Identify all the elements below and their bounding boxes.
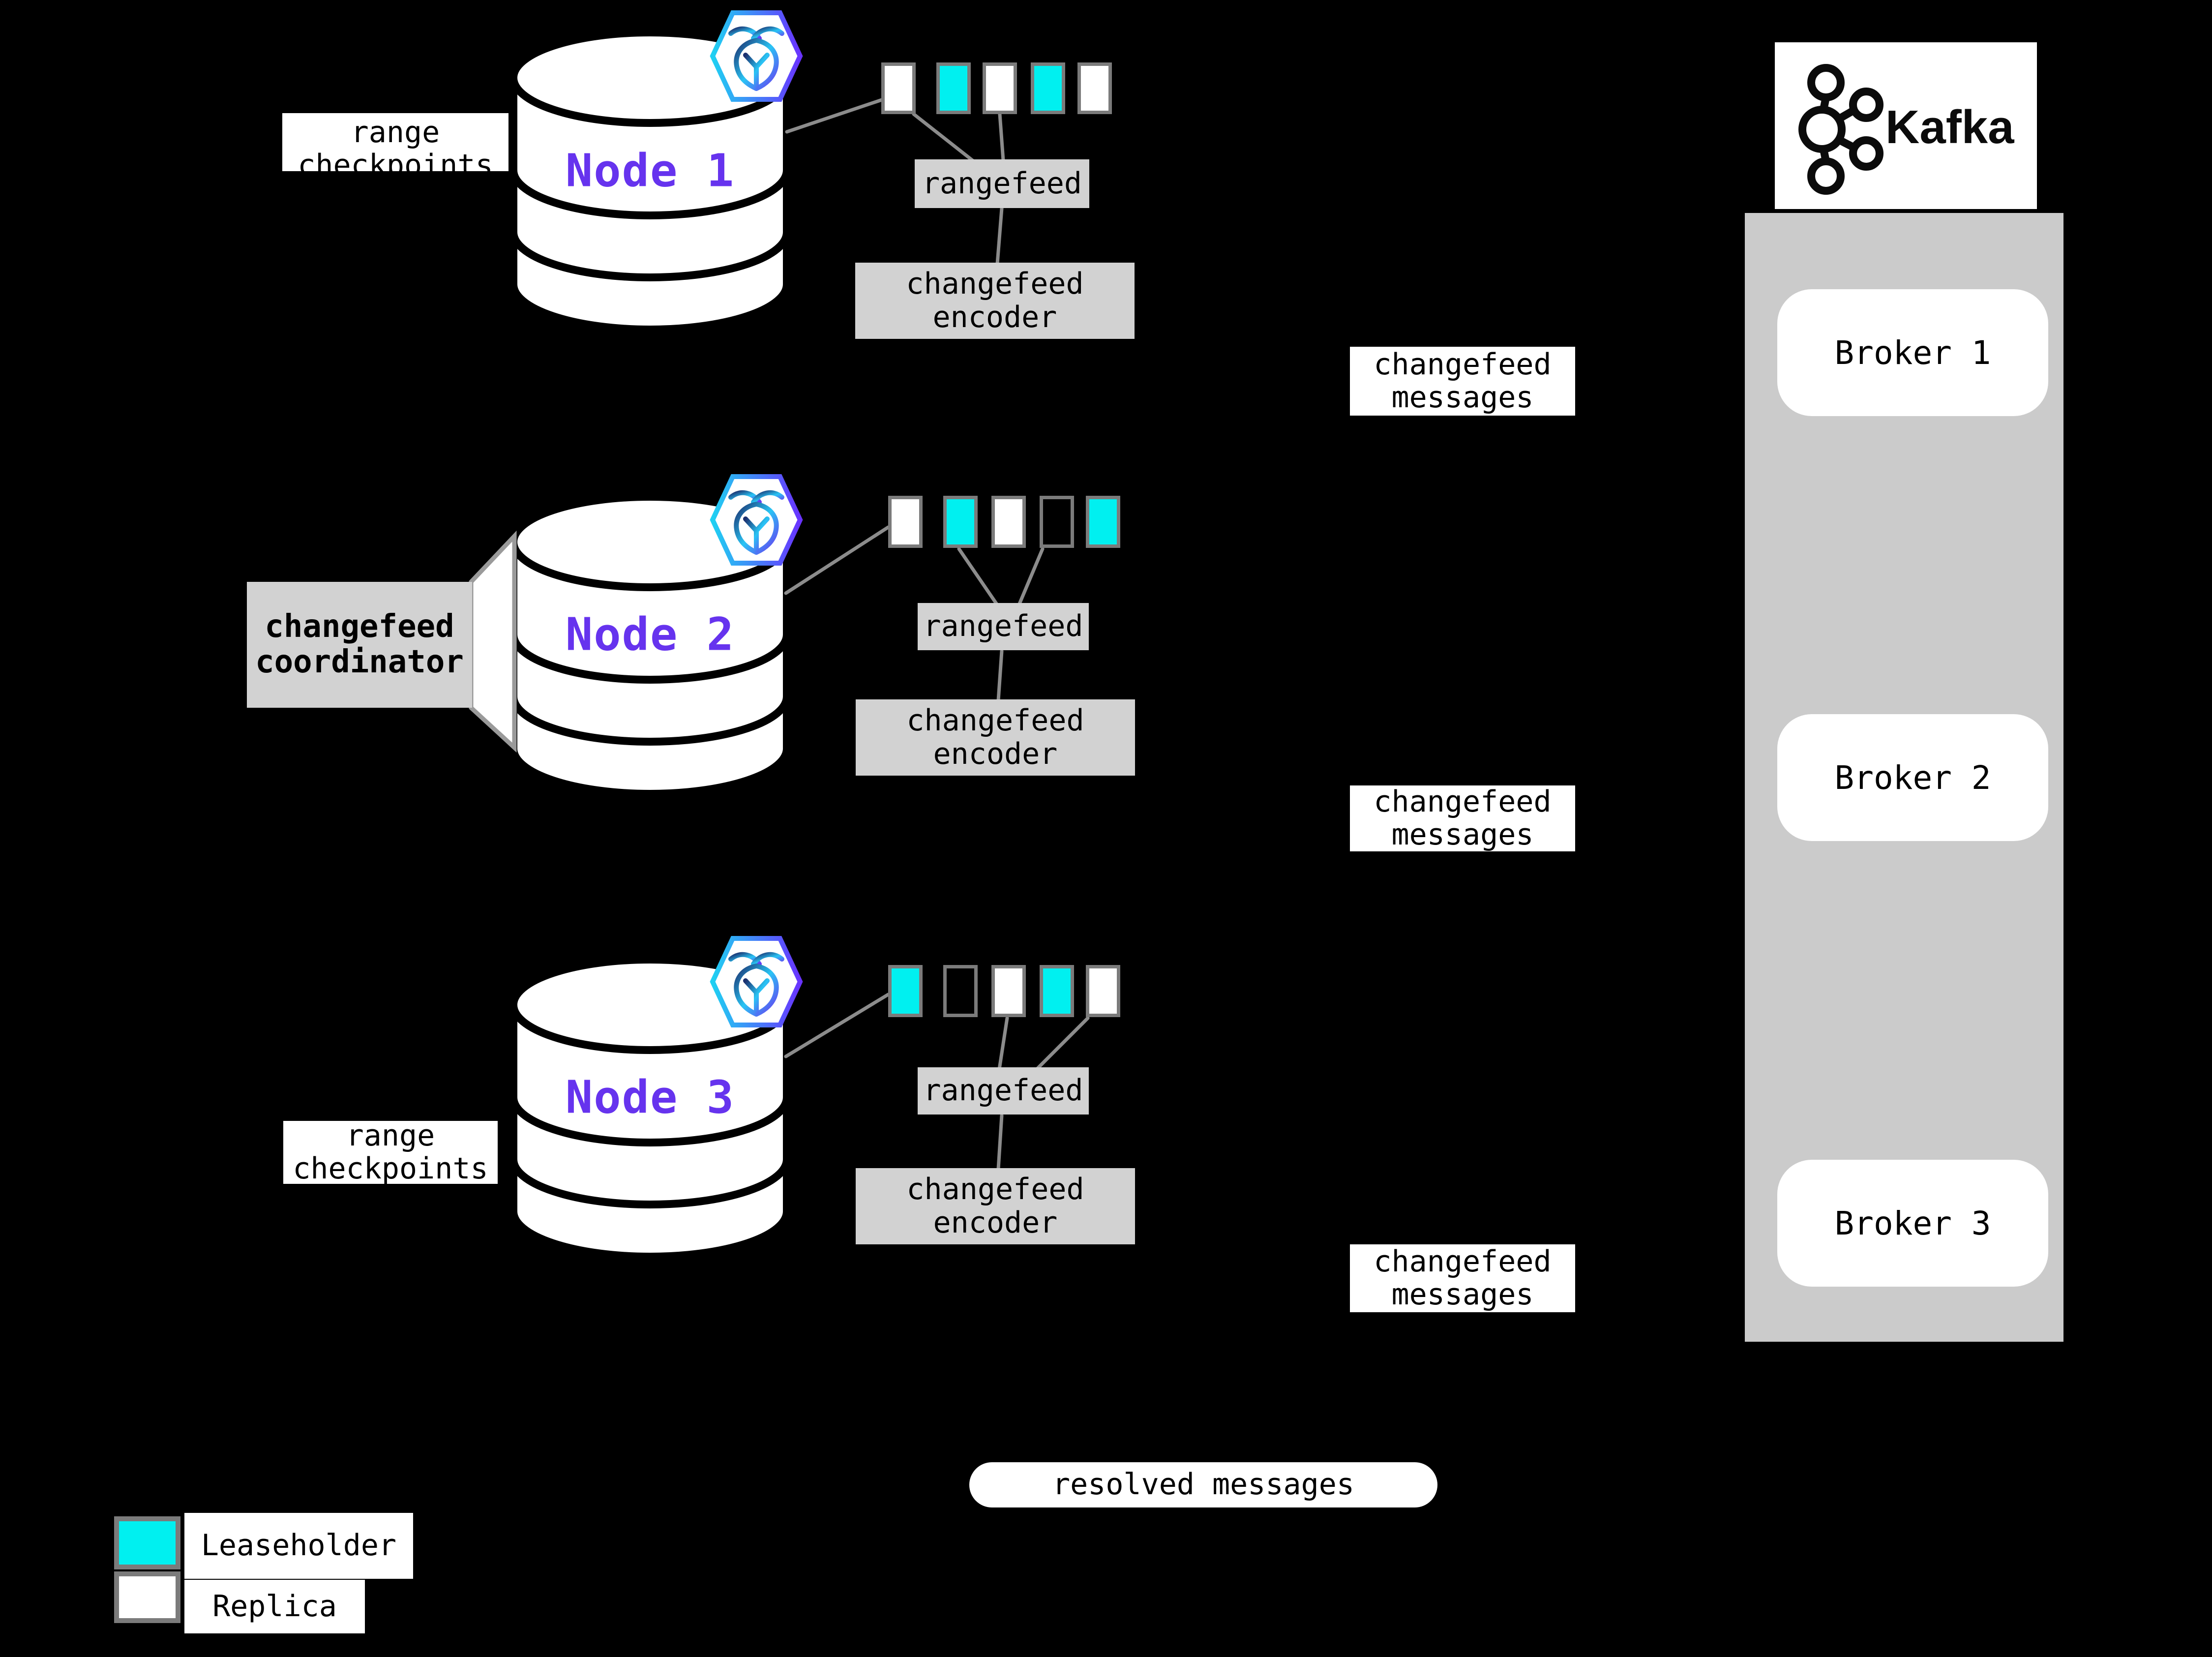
arrowhead-into-broker-1 <box>2056 331 2085 353</box>
cockroachdb-hexagon-icon <box>713 477 800 563</box>
legend-leaseholder-label: Leaseholder <box>184 1513 413 1579</box>
legend-leaseholder-swatch <box>114 1516 180 1569</box>
node-3-label: Node 3 <box>565 1071 735 1124</box>
broker-3-card: Broker 3 <box>1777 1160 2048 1287</box>
changefeed-coordinator-label: changefeed coordinator <box>247 582 472 708</box>
changefeed-messages-label-1: changefeed messages <box>1350 347 1575 416</box>
arrowhead-into-coordinator-left <box>224 635 248 654</box>
legend-replica-label: Replica <box>184 1580 365 1633</box>
rangefeed-label-node-1: rangefeed <box>915 159 1089 208</box>
changefeed-encoder-label-node-3: changefeed encoder <box>856 1168 1135 1244</box>
range-box <box>991 965 1026 1017</box>
range-box <box>936 62 971 114</box>
range-box <box>1040 496 1074 548</box>
range-box <box>1031 62 1065 114</box>
kafka-logo-icon: Kafka <box>1798 64 2014 195</box>
cockroachdb-hexagon-icon <box>713 938 800 1025</box>
range-box <box>888 496 923 548</box>
rangefeed-label-node-2: rangefeed <box>918 603 1089 650</box>
coordinator-flap-shape <box>469 530 517 753</box>
range-box <box>1077 62 1112 114</box>
range-box <box>888 965 923 1017</box>
changefeed-encoder-label-node-2: changefeed encoder <box>856 699 1135 776</box>
range-box <box>943 496 978 548</box>
kafka-logo-card: Kafka <box>1775 42 2037 209</box>
changefeed-messages-label-2: changefeed messages <box>1350 785 1575 851</box>
range-checkpoints-label-top: range checkpoints <box>282 113 508 171</box>
changefeed-messages-label-3: changefeed messages <box>1350 1244 1575 1312</box>
node-2-label: Node 2 <box>565 608 735 661</box>
resolved-messages-pill: resolved messages <box>969 1462 1437 1507</box>
range-box <box>1040 965 1074 1017</box>
range-box <box>1086 496 1120 548</box>
legend-replica-swatch <box>114 1571 180 1623</box>
kafka-brand-text: Kafka <box>1885 101 2014 153</box>
broker-1-card: Broker 1 <box>1777 289 2048 416</box>
broker-2-card: Broker 2 <box>1777 714 2048 841</box>
range-box <box>983 62 1017 114</box>
changefeed-encoder-label-node-1: changefeed encoder <box>855 263 1135 339</box>
range-box <box>881 62 916 114</box>
range-box <box>1086 965 1120 1017</box>
range-checkpoints-label-bottom: range checkpoints <box>283 1119 498 1185</box>
range-box <box>991 496 1026 548</box>
arrowhead-into-coordinator-bottom <box>275 709 293 730</box>
range-box <box>943 965 978 1017</box>
connector-lines <box>784 98 1090 1171</box>
cockroachdb-hexagon-icon <box>713 13 800 99</box>
rangefeed-label-node-3: rangefeed <box>918 1067 1089 1115</box>
node-1-label: Node 1 <box>565 144 735 197</box>
